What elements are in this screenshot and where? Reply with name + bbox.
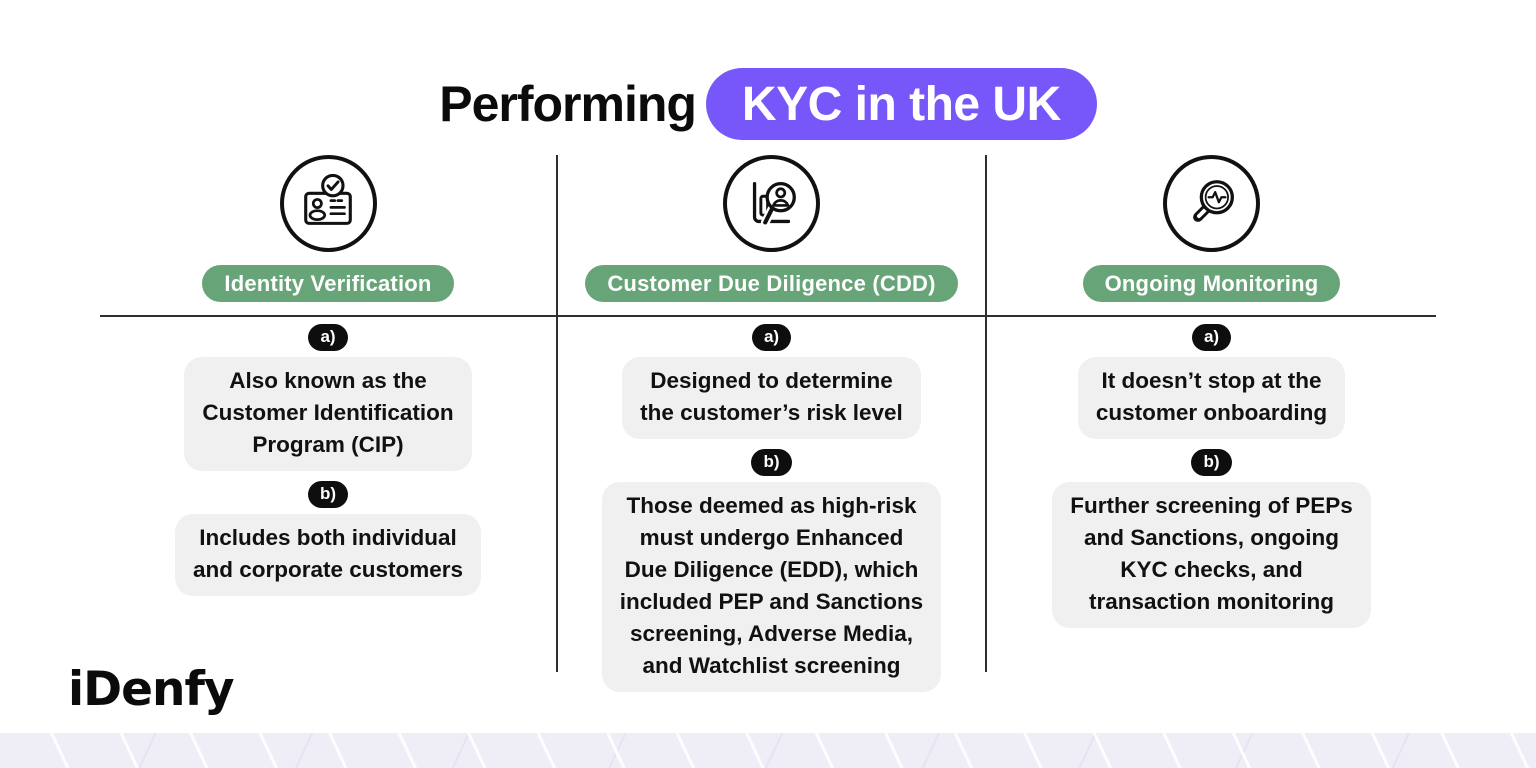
category-label-ongoing-monitoring: Ongoing Monitoring (1082, 265, 1341, 302)
point-text-bubble: Further screening of PEPs and Sanctions,… (1052, 482, 1371, 628)
horizontal-divider (100, 315, 1436, 317)
id-card-check-icon (279, 155, 377, 252)
point-text-bubble: Also known as the Customer Identificatio… (184, 357, 472, 471)
point-marker-b: b) (751, 449, 792, 476)
point-marker-a: a) (1191, 324, 1232, 351)
point-marker-a: a) (308, 324, 348, 351)
pulse-magnifier-icon (1163, 155, 1260, 252)
point-text-bubble: Designed to determine the customer’s ris… (622, 357, 921, 439)
point-text-bubble: It doesn’t stop at the customer onboardi… (1077, 357, 1346, 439)
chart-magnifier-person-icon (723, 155, 820, 252)
column-identity-verification: Identity Verification a) Also known as t… (102, 155, 554, 596)
title-highlight-pill: KYC in the UK (705, 68, 1097, 140)
title-prefix: Performing (439, 76, 697, 132)
point-marker-b: b) (1191, 449, 1232, 476)
point-marker-a: a) (751, 324, 792, 351)
point-text-bubble: Includes both individual and corporate c… (174, 514, 482, 596)
footer-decorative-band (0, 733, 1536, 768)
point-text-bubble: Those deemed as high-risk must undergo E… (601, 482, 942, 692)
point-marker-b: b) (307, 481, 349, 508)
vertical-divider-1 (556, 155, 558, 672)
page-title: Performing KYC in the UK (0, 68, 1536, 140)
vertical-divider-2 (985, 155, 987, 672)
idenfy-logo: iDenfy (68, 662, 235, 717)
column-customer-due-diligence: Customer Due Diligence (CDD) a) Designed… (560, 155, 983, 692)
column-ongoing-monitoring: Ongoing Monitoring a) It doesn’t stop at… (989, 155, 1434, 628)
category-label-customer-due-diligence: Customer Due Diligence (CDD) (585, 265, 958, 302)
category-label-identity-verification: Identity Verification (202, 265, 454, 302)
